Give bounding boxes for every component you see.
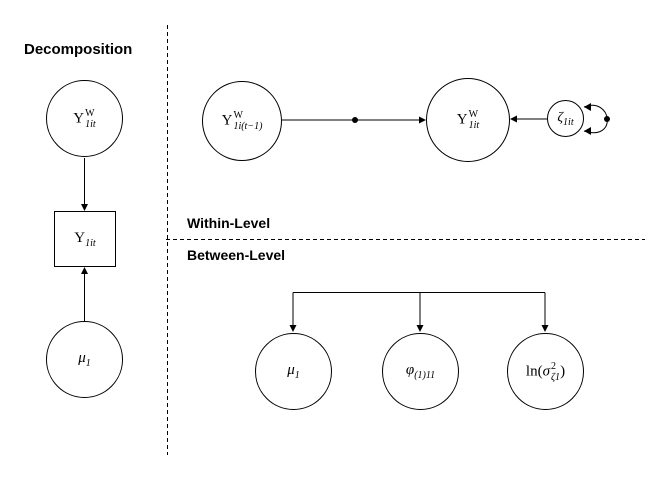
random-slope-dot <box>352 117 358 123</box>
node-random-mean: μ1 <box>255 333 332 410</box>
arrow-latent-mean-to-observed <box>81 267 88 321</box>
node-label: μ1 <box>287 362 300 381</box>
arrow-residual-to-current <box>510 115 547 123</box>
random-variance-dot <box>604 116 610 122</box>
node-residual: ζ1it <box>547 100 584 137</box>
between-level-title: Between-Level <box>187 247 286 263</box>
node-label: Y1it <box>74 229 96 249</box>
decomposition-title: Decomposition <box>24 41 133 58</box>
node-label: ζ1it <box>557 109 574 128</box>
residual-variance-self-loop <box>583 103 610 135</box>
arrow-autoregressive-path <box>282 116 426 124</box>
node-random-autoregression: φ(1)11 <box>382 333 459 410</box>
node-latent-mean: μ1 <box>46 321 123 398</box>
node-observed-variable: Y1it <box>54 211 116 267</box>
within-level-title: Within-Level <box>187 215 271 231</box>
arrow-latent-within-to-observed <box>81 158 88 211</box>
node-label: φ(1)11 <box>405 362 436 381</box>
node-label: μ1 <box>78 350 91 369</box>
between-level-comb-connector <box>289 292 549 332</box>
